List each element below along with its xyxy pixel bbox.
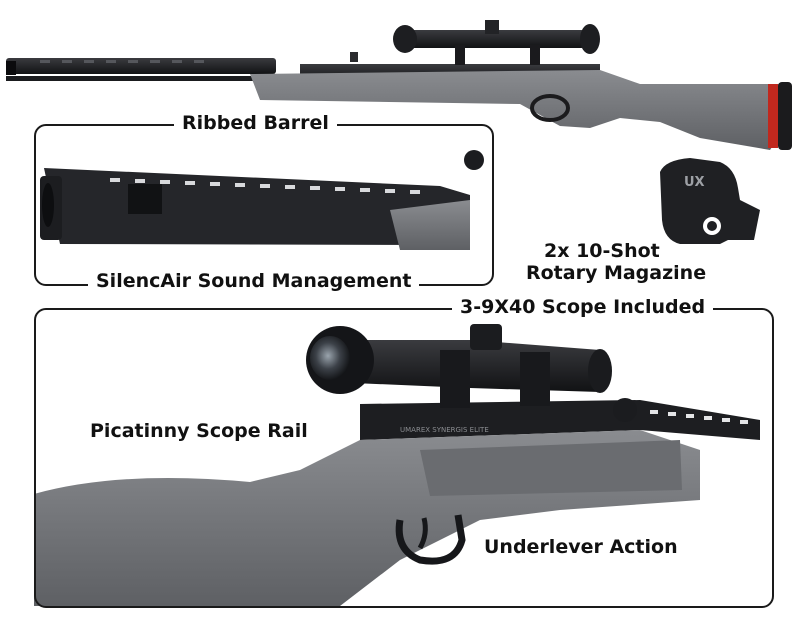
- rotary-magazine-image: UX: [660, 158, 760, 244]
- magazine-label-line1: 2x 10-Shot: [544, 240, 660, 262]
- magazine-label-line2: Rotary Magazine: [526, 262, 707, 284]
- magazine-logo: UX: [684, 175, 705, 190]
- scope-frame: [34, 308, 774, 608]
- scope-included-label: 3-9X40 Scope Included: [452, 298, 714, 317]
- barrel-frame: [34, 124, 494, 286]
- full-rifle-image: [6, 20, 792, 150]
- receiver-engraving: UMAREX SYNERGIS ELITE: [400, 426, 489, 434]
- silencair-label: SilencAir Sound Management: [88, 272, 420, 291]
- underlever-label: Underlever Action: [484, 536, 678, 558]
- ribbed-barrel-label: Ribbed Barrel: [174, 114, 337, 133]
- picatinny-label: Picatinny Scope Rail: [90, 420, 308, 442]
- barrel-closeup-image: [40, 150, 484, 250]
- scope-action-closeup-image: UMAREX SYNERGIS ELITE: [34, 324, 760, 606]
